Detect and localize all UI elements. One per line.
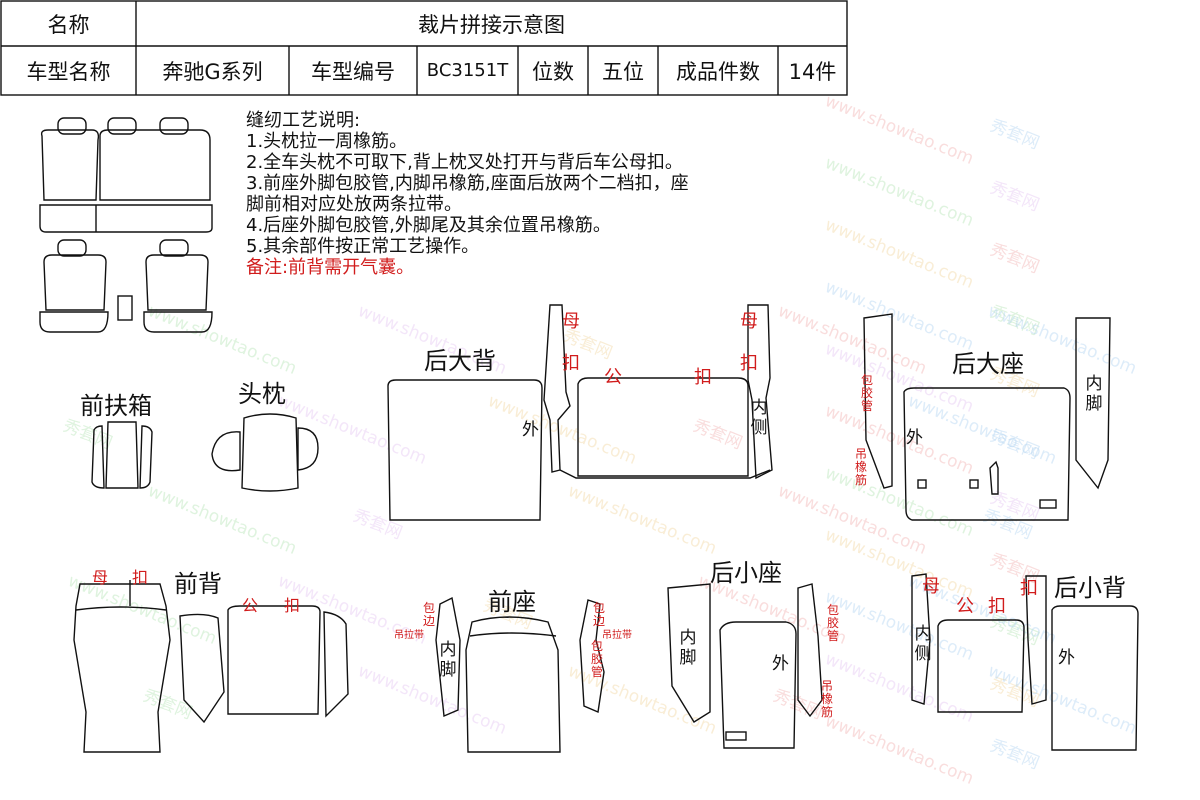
piece-front-back — [73, 580, 349, 753]
label-rear-big-seat: 后大座 — [952, 350, 1024, 378]
label-front-back: 前背 — [174, 570, 222, 598]
mark-outer: 外 — [906, 428, 923, 448]
mark-buckle: 扣 — [562, 353, 580, 374]
mark-male: 公 — [956, 596, 974, 617]
pieces-label: 成品件数 — [676, 59, 760, 84]
piece-rear-small-seat — [667, 583, 823, 749]
mark-outer: 外 — [772, 654, 789, 674]
mark-buckle: 扣 — [1020, 578, 1038, 599]
model-name-value: 奔驰G系列 — [162, 59, 263, 84]
mark-buckle: 扣 — [132, 568, 149, 587]
model-code-value: BC3151T — [426, 60, 509, 81]
seats-label: 位数 — [532, 59, 574, 84]
mark-wrap-tube: 包胶管 — [860, 373, 873, 413]
notes-remark: 备注:前背需开气囊。 — [246, 257, 415, 278]
mark-buckle: 扣 — [694, 367, 712, 388]
seat-overview-sketch — [39, 117, 213, 333]
notes-heading: 缝纫工艺说明: — [246, 110, 361, 131]
mark-inner-foot: 内脚 — [679, 628, 697, 668]
note-item: 脚前相对应处放两条拉带。 — [246, 194, 462, 215]
mark-pull-strap: 吊拉带 — [602, 630, 632, 641]
label-rear-small-back: 后小背 — [1054, 574, 1126, 602]
sewing-notes: 缝纫工艺说明: 1.头枕拉一周橡筋。 2.全车头枕不可取下,背上枕叉处打开与背后… — [246, 110, 866, 278]
mark-female: 母 — [562, 311, 580, 332]
note-item: 1.头枕拉一周橡筋。 — [246, 131, 408, 152]
label-front-armrest: 前扶箱 — [80, 392, 152, 420]
note-item: 2.全车头枕不可取下,背上枕叉处打开与背后车公母扣。 — [246, 152, 683, 173]
mark-inner-foot: 内脚 — [439, 640, 457, 680]
label-rear-small-seat: 后小座 — [710, 559, 782, 587]
mark-wrap-side: 包边 — [422, 601, 435, 628]
mark-buckle: 扣 — [284, 596, 301, 615]
mark-outer: 外 — [522, 420, 539, 440]
model-code-label: 车型编号 — [311, 59, 395, 84]
mark-hang-elastic: 吊橡筋 — [854, 447, 867, 487]
model-name-label: 车型名称 — [26, 59, 111, 84]
piece-rear-big-seat — [863, 313, 1111, 521]
mark-female: 母 — [922, 576, 940, 597]
note-item: 5.其余部件按正常工艺操作。 — [246, 236, 480, 257]
sheet-title: 裁片拼接示意图 — [418, 12, 565, 37]
piece-front-seat — [435, 596, 605, 753]
mark-wrap-side: 包边 — [592, 601, 605, 628]
piece-headrest — [211, 413, 319, 492]
pieces-value: 14件 — [788, 59, 837, 84]
info-table-grid — [0, 0, 848, 96]
label-rear-big-back: 后大背 — [424, 347, 496, 375]
mark-pull-strap: 吊拉带 — [394, 630, 424, 641]
mark-outer: 外 — [1058, 648, 1075, 668]
mark-buckle: 扣 — [740, 353, 758, 374]
piece-front-armrest — [91, 421, 153, 489]
mark-inner-side: 内侧 — [914, 624, 932, 664]
note-item: 3.前座外脚包胶管,内脚吊橡筋,座面后放两个二档扣，座 — [246, 173, 689, 194]
mark-female: 母 — [740, 311, 758, 332]
note-item: 4.后座外脚包胶管,外脚尾及其余位置吊橡筋。 — [246, 215, 611, 236]
label-front-seat: 前座 — [488, 588, 536, 616]
mark-wrap-tube: 包胶管 — [590, 639, 603, 679]
mark-inner-side: 内侧 — [750, 398, 768, 438]
seats-value: 五位 — [602, 59, 644, 84]
mark-male: 公 — [604, 367, 622, 388]
mark-wrap-tube: 包胶管 — [826, 603, 839, 643]
mark-male: 公 — [242, 596, 259, 615]
piece-rear-small-back — [911, 573, 1139, 751]
name-label: 名称 — [47, 12, 90, 37]
mark-inner-foot: 内脚 — [1085, 374, 1103, 414]
mark-female: 母 — [92, 568, 109, 587]
label-headrest: 头枕 — [238, 380, 286, 408]
mark-hang-elastic: 吊橡筋 — [820, 679, 833, 719]
piece-rear-big-back — [387, 304, 773, 521]
mark-buckle: 扣 — [988, 596, 1006, 617]
